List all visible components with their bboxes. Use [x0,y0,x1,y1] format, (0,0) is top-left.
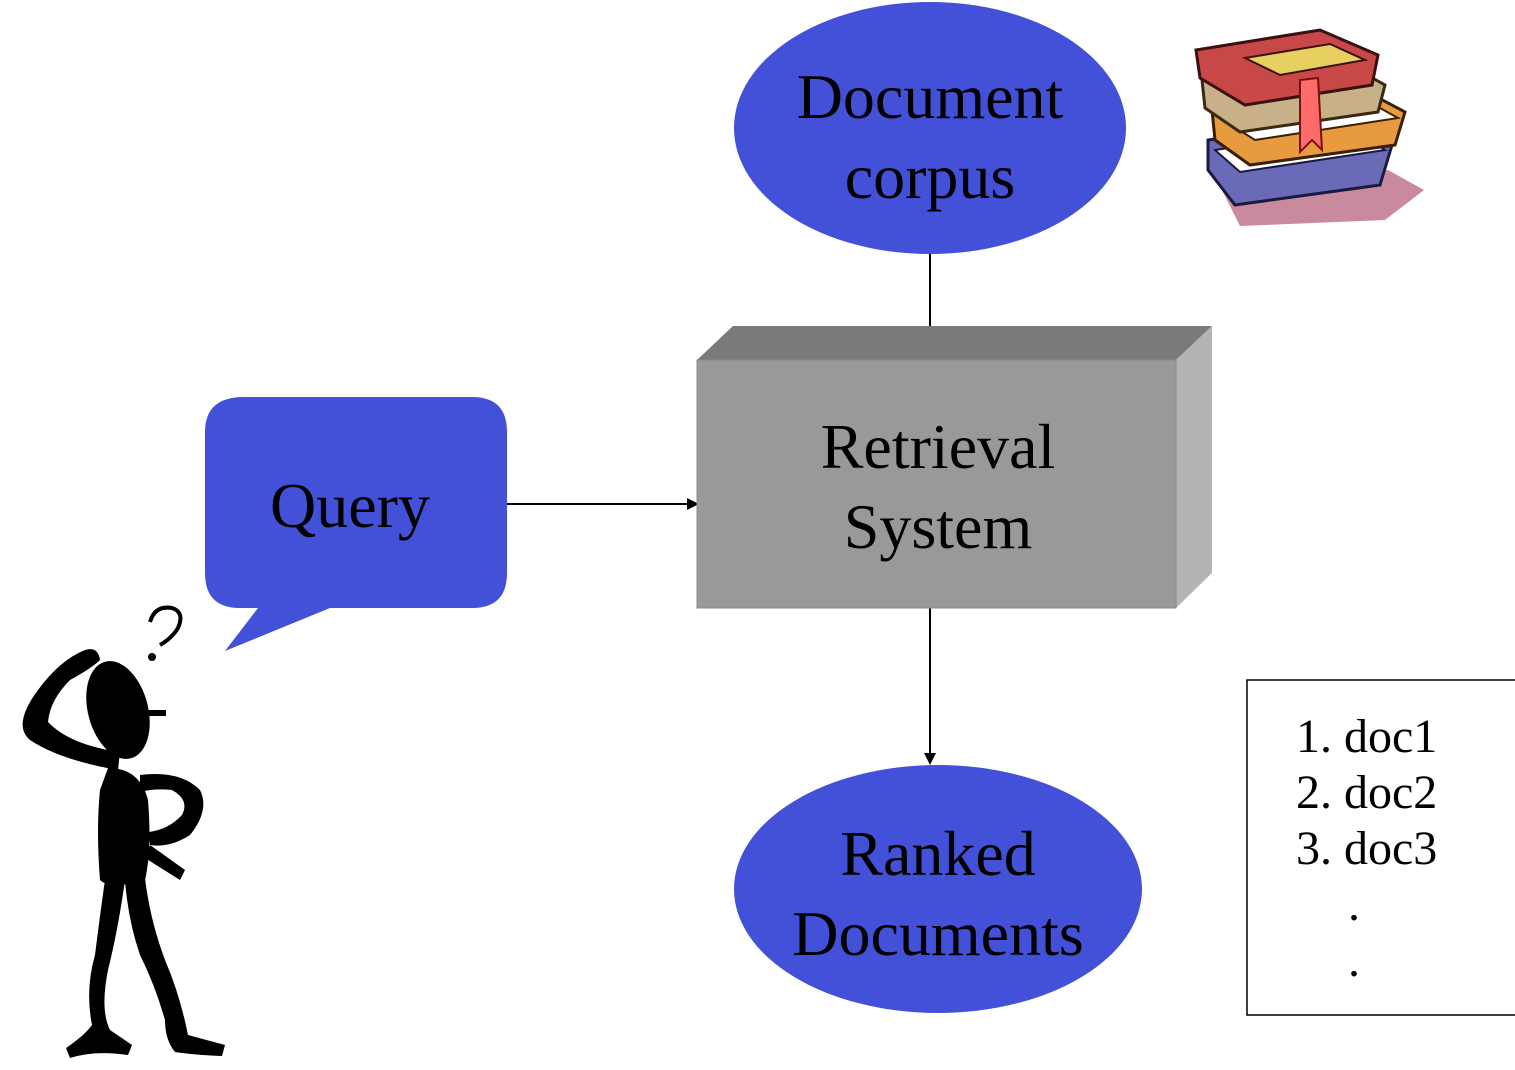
result-item-1: 1. doc1 [1296,710,1437,763]
result-ellipsis-1: . [1348,878,1360,931]
query-label: Query [270,470,430,541]
books-stack-icon [1194,28,1424,226]
corpus-label-line1: Document [797,61,1064,132]
results-list-box: 1. doc1 2. doc2 3. doc3 . . [1246,679,1515,1016]
confused-person-icon [22,605,225,1058]
system-label-line2: System [844,491,1032,562]
ranked-documents-node: Ranked Documents [734,765,1142,1013]
ranked-label-line2: Documents [792,898,1084,969]
result-item-2: 2. doc2 [1296,766,1437,819]
retrieval-system-node: Retrieval System [696,326,1212,609]
system-label-line1: Retrieval [821,411,1056,482]
result-item-3: 3. doc3 [1296,822,1437,875]
query-bubble: Query [205,397,507,651]
result-ellipsis-2: . [1348,934,1360,987]
ranked-label-line1: Ranked [840,818,1036,889]
document-corpus-node: Document corpus [734,2,1126,254]
corpus-label-line2: corpus [845,141,1016,212]
